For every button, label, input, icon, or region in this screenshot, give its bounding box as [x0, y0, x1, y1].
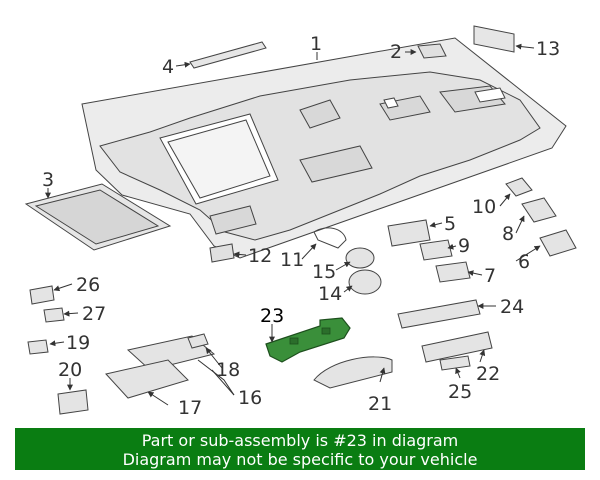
part-9-shape	[419, 239, 453, 261]
part-19-shape	[27, 339, 49, 355]
part-6-shape	[539, 229, 577, 257]
banner-line-2: Diagram may not be specific to your vehi…	[122, 450, 478, 469]
part-8-shape	[521, 197, 557, 223]
leader-19	[49, 340, 65, 347]
right-side-components	[313, 177, 577, 389]
leader-16b	[211, 369, 235, 396]
callout-24: 24	[500, 296, 524, 318]
callout-26: 26	[76, 274, 100, 296]
leader-5	[429, 221, 443, 228]
callout-27: 27	[82, 303, 106, 325]
highlighted-part-23	[265, 317, 351, 363]
part-12-clip	[209, 243, 235, 263]
leader-17	[147, 391, 169, 406]
leader-12	[233, 251, 247, 258]
callout-2: 2	[390, 41, 402, 63]
callout-25: 25	[448, 381, 472, 403]
leader-26	[53, 283, 73, 292]
part-27-shape	[43, 307, 65, 323]
part-17-sunvisor	[105, 359, 189, 399]
part-21-shape	[313, 356, 393, 389]
leader-22	[479, 349, 486, 363]
part-13-bracket	[473, 25, 515, 53]
leader-27	[63, 310, 79, 317]
left-side-components	[27, 285, 216, 415]
callout-20: 20	[58, 359, 82, 381]
leader-lines	[45, 43, 541, 406]
part-4-trim-strip	[189, 41, 267, 69]
leader-18	[205, 347, 223, 369]
callout-15: 15	[312, 261, 336, 283]
part-5-shape	[387, 219, 431, 247]
banner-line-1: Part or sub-assembly is #23 in diagram	[141, 431, 459, 450]
leader-14	[343, 285, 353, 293]
part-18-shape	[187, 333, 209, 349]
headliner-part-1	[81, 37, 567, 259]
info-banner: Part or sub-assembly is #23 in diagram D…	[15, 428, 585, 470]
callout-19: 19	[66, 332, 90, 354]
callout-12: 12	[248, 245, 272, 267]
exploded-parts-diagram: 1 2 3 4 5 6 7 8 9 10 11 12 13 14 15 16 1…	[24, 25, 577, 419]
leader-15	[335, 261, 351, 271]
leader-13	[515, 43, 535, 50]
leader-16a	[197, 359, 235, 396]
callout-21: 21	[368, 393, 392, 415]
leader-21	[379, 367, 386, 383]
callout-1: 1	[310, 33, 322, 55]
callout-13: 13	[536, 38, 560, 60]
leader-25	[455, 367, 461, 379]
part-10-shape	[505, 177, 533, 197]
part-22-shape	[421, 331, 493, 363]
part-25-shape	[439, 355, 471, 371]
callout-9: 9	[458, 235, 470, 257]
part-2-shape	[417, 43, 447, 59]
part-24-shape	[397, 299, 481, 329]
callout-7: 7	[484, 265, 496, 287]
callout-11: 11	[280, 249, 304, 271]
callout-17: 17	[178, 397, 202, 419]
leader-8	[515, 215, 525, 234]
callout-23: 23	[260, 305, 284, 327]
part-3-sunshade	[24, 183, 172, 251]
callout-22: 22	[476, 363, 500, 385]
leader-10	[499, 193, 511, 207]
leader-9	[447, 243, 457, 250]
part-14-shape	[348, 269, 382, 295]
part-20-shape	[57, 389, 89, 415]
callout-3: 3	[42, 169, 54, 191]
leader-11	[301, 243, 317, 260]
callout-10: 10	[472, 196, 496, 218]
part-11-shape	[313, 227, 347, 249]
part-7-shape	[435, 261, 471, 283]
callout-5: 5	[444, 213, 456, 235]
leader-4	[175, 61, 191, 68]
callout-14: 14	[318, 283, 342, 305]
callout-16: 16	[238, 387, 262, 409]
callout-8: 8	[502, 223, 514, 245]
part-15-shape	[345, 247, 375, 269]
leader-7	[467, 270, 483, 277]
callout-labels: 1 2 3 4 5 6 7 8 9 10 11 12 13 14 15 16 1…	[42, 33, 560, 419]
callout-4: 4	[162, 56, 174, 78]
callout-6: 6	[518, 251, 530, 273]
leader-6	[515, 245, 541, 262]
callout-18: 18	[216, 359, 240, 381]
part-26-shape	[29, 285, 55, 305]
